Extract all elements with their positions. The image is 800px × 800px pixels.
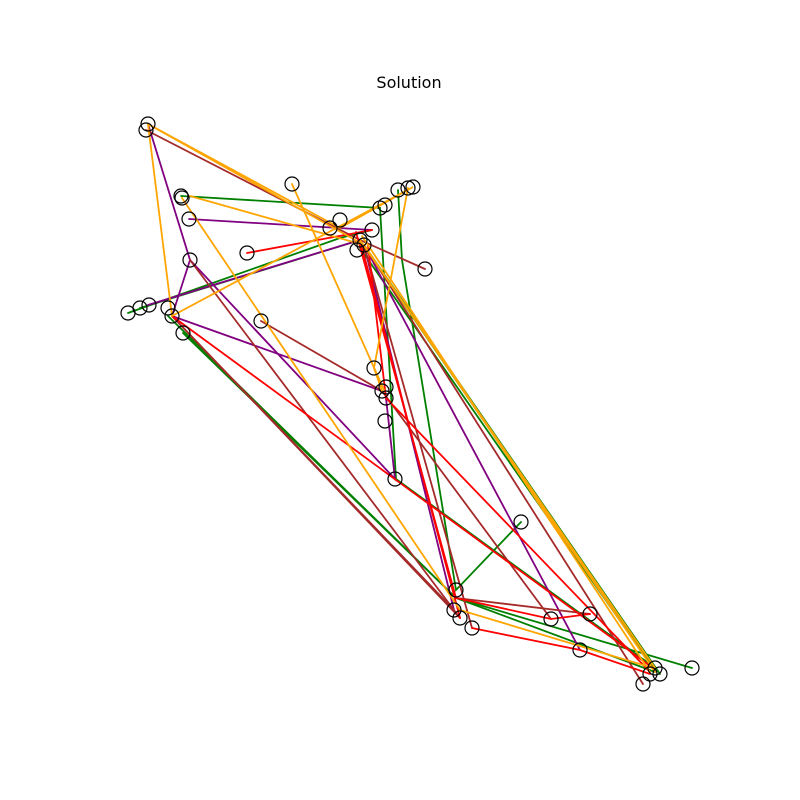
route-line-27 bbox=[171, 315, 654, 669]
route-lines bbox=[127, 123, 693, 685]
node-point-45 bbox=[635, 676, 651, 692]
route-line-40 bbox=[189, 195, 656, 673]
route-line-4 bbox=[397, 189, 522, 592]
node-point-30 bbox=[374, 383, 390, 399]
route-line-21 bbox=[189, 259, 461, 619]
node-point-1 bbox=[140, 116, 156, 132]
node-point-26 bbox=[405, 179, 421, 195]
node-point-4 bbox=[174, 190, 190, 206]
route-line-24 bbox=[455, 597, 591, 615]
route-line-22 bbox=[363, 244, 473, 629]
node-point-34 bbox=[513, 514, 529, 530]
route-line-33 bbox=[147, 123, 414, 318]
node-point-2 bbox=[138, 122, 154, 138]
node-point-14 bbox=[175, 325, 191, 341]
node-point-3 bbox=[173, 188, 189, 204]
route-line-6 bbox=[167, 315, 656, 673]
node-point-24 bbox=[390, 182, 406, 198]
node-point-17 bbox=[322, 220, 338, 236]
node-point-35 bbox=[448, 582, 464, 598]
node-point-19 bbox=[364, 222, 380, 238]
route-line-35 bbox=[291, 183, 385, 391]
node-point-8 bbox=[239, 245, 255, 261]
node-point-5 bbox=[181, 211, 197, 227]
route-line-23 bbox=[363, 244, 644, 685]
chart-title: Solution bbox=[376, 73, 441, 92]
node-point-15 bbox=[253, 313, 269, 329]
node-point-6 bbox=[182, 252, 198, 268]
route-line-15 bbox=[363, 244, 581, 651]
node-point-46 bbox=[684, 660, 700, 676]
node-point-10 bbox=[132, 300, 148, 316]
node-point-33 bbox=[387, 471, 403, 487]
node-point-7 bbox=[284, 176, 300, 192]
route-line-31 bbox=[455, 597, 591, 620]
route-line-39 bbox=[147, 123, 365, 246]
node-point-16 bbox=[332, 212, 348, 228]
route-line-19 bbox=[171, 315, 461, 619]
node-point-12 bbox=[160, 300, 176, 316]
node-point-31 bbox=[378, 390, 394, 406]
node-point-36 bbox=[446, 602, 462, 618]
node-point-32 bbox=[377, 413, 393, 429]
node-point-44 bbox=[642, 666, 658, 682]
node-point-42 bbox=[647, 660, 663, 676]
route-line-36 bbox=[373, 187, 409, 392]
route-line-25 bbox=[381, 390, 552, 620]
node-point-43 bbox=[652, 666, 668, 682]
node-point-41 bbox=[572, 642, 588, 658]
route-line-32 bbox=[367, 245, 651, 673]
node-point-29 bbox=[378, 379, 394, 395]
node-point-18 bbox=[352, 232, 368, 248]
node-point-27 bbox=[417, 261, 433, 277]
node-point-40 bbox=[582, 606, 598, 622]
node-point-28 bbox=[366, 360, 382, 376]
node-point-13 bbox=[164, 308, 180, 324]
node-point-37 bbox=[452, 610, 468, 626]
node-point-21 bbox=[356, 237, 372, 253]
route-line-14 bbox=[147, 123, 191, 261]
node-point-22 bbox=[372, 200, 388, 216]
node-point-39 bbox=[543, 611, 559, 627]
node-markers bbox=[120, 116, 700, 692]
route-line-30 bbox=[471, 627, 651, 675]
node-point-11 bbox=[141, 297, 157, 313]
route-line-34 bbox=[181, 197, 654, 669]
node-point-25 bbox=[400, 180, 416, 196]
node-point-38 bbox=[464, 620, 480, 636]
route-line-20 bbox=[260, 320, 383, 392]
node-point-23 bbox=[377, 197, 393, 213]
